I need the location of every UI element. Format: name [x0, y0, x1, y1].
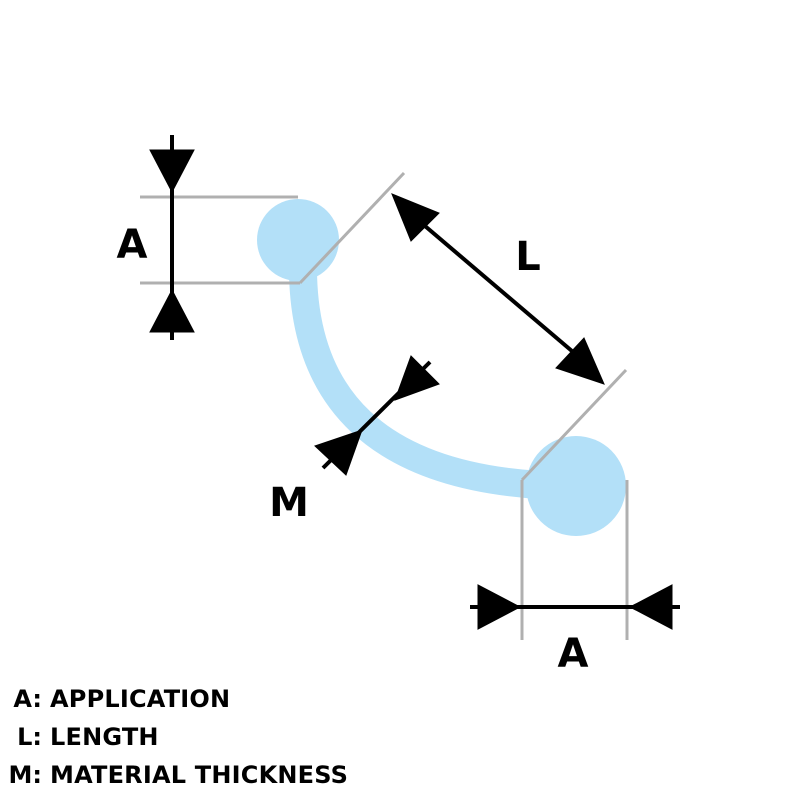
arrow-head-right-icon	[477, 584, 522, 630]
legend-text: APPLICATION	[50, 685, 231, 713]
top-ball-end	[257, 199, 339, 281]
dimension-a-left	[149, 135, 195, 340]
arrow-head-m-upper-icon	[394, 355, 440, 401]
legend-item-length: L: LENGTH	[0, 718, 420, 756]
arrow-head-downright-icon	[555, 337, 605, 385]
label-m: M	[269, 480, 309, 526]
legend-key: A:	[13, 685, 42, 713]
curved-bar	[288, 248, 554, 499]
legend-item-application: A: APPLICATION	[0, 680, 420, 718]
legend-item-material-thickness: M: MATERIAL THICKNESS	[0, 756, 420, 794]
legend-text: LENGTH	[50, 723, 159, 751]
guide-lines	[140, 171, 629, 640]
arrow-head-up-icon	[149, 288, 195, 333]
dimension-l	[391, 193, 605, 385]
dimension-a-bottom	[470, 584, 680, 630]
legend: A: APPLICATION L: LENGTH M: MATERIAL THI…	[0, 680, 420, 794]
bottom-ball-end	[526, 436, 626, 536]
arrow-head-left-icon	[628, 584, 673, 630]
legend-text: MATERIAL THICKNESS	[50, 761, 349, 789]
dimension-m	[314, 355, 440, 476]
dimension-l-line	[403, 207, 588, 365]
legend-key: M:	[8, 761, 42, 789]
arrow-head-upleft-icon	[391, 193, 440, 242]
label-l: L	[515, 234, 541, 280]
legend-key: L:	[17, 723, 42, 751]
guide-line-l-upper	[298, 171, 406, 285]
arrow-head-down-icon	[149, 149, 195, 194]
guide-line-l-lower	[520, 368, 628, 482]
label-a-left: A	[117, 222, 148, 268]
label-a-bottom: A	[558, 631, 589, 677]
arrow-head-m-lower-icon	[314, 429, 363, 476]
